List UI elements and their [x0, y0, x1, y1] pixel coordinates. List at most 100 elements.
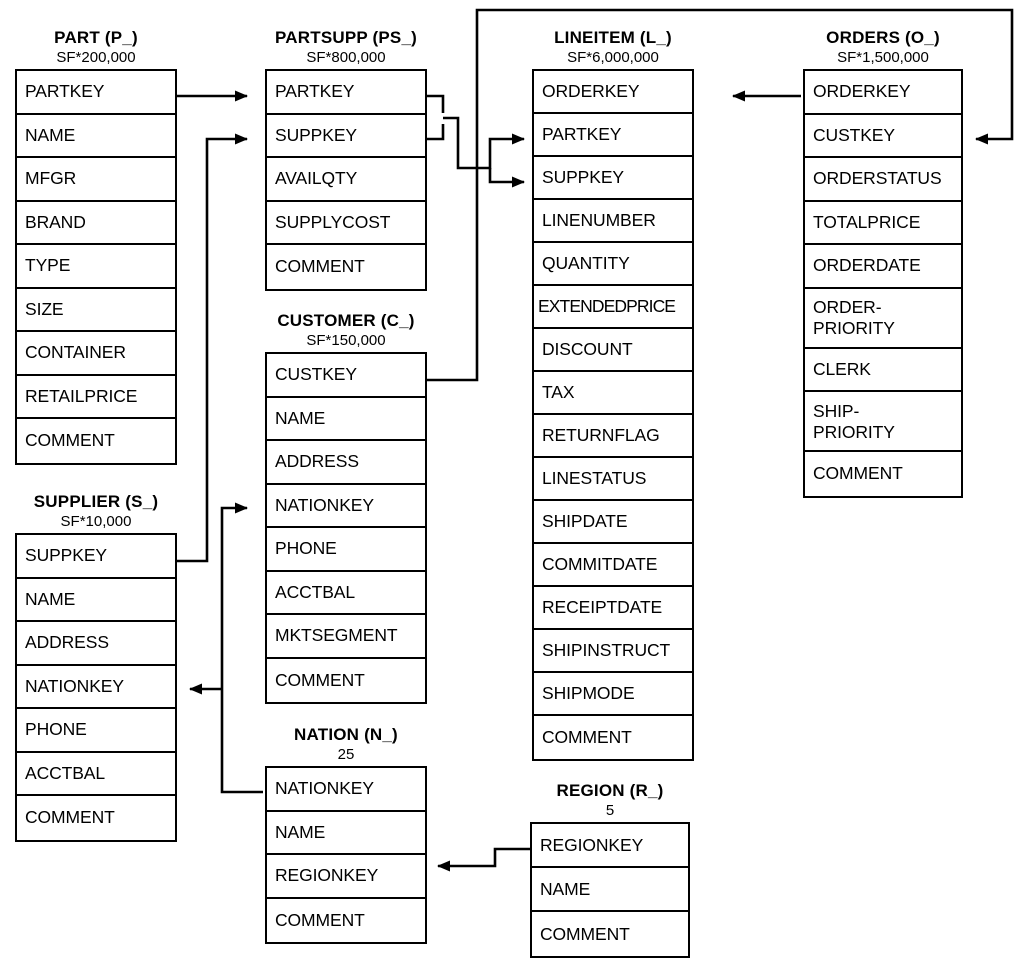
field-part-container[interactable]: CONTAINER — [17, 332, 175, 376]
field-customer-phone[interactable]: PHONE — [267, 528, 425, 572]
edge-partsupp-to-lineitem-partkey — [443, 116, 525, 170]
field-orders-orderkey[interactable]: ORDERKEY — [805, 71, 961, 115]
table-orders-cardinality: SF*1,500,000 — [837, 49, 929, 66]
field-orders-shippriority[interactable]: SHIP- PRIORITY — [805, 392, 961, 452]
field-part-type[interactable]: TYPE — [17, 245, 175, 289]
table-region-title: REGION (R_) — [556, 781, 664, 800]
table-partsupp-cardinality: SF*800,000 — [306, 49, 386, 66]
field-customer-nationkey[interactable]: NATIONKEY — [267, 484, 425, 528]
table-lineitem[interactable]: LINEITEM (L_) SF*6,000,000 ORDERKEY PART… — [532, 28, 694, 761]
table-region[interactable]: REGION (R_) 5 REGIONKEY NAME COMMENT — [530, 781, 690, 958]
table-supplier[interactable]: SUPPLIER (S_) SF*10,000 SUPPKEY NAME ADD… — [15, 492, 177, 842]
table-supplier-cardinality: SF*10,000 — [60, 513, 132, 530]
table-nation-cardinality: 25 — [337, 746, 355, 763]
field-supplier-nationkey[interactable]: NATIONKEY — [17, 665, 175, 709]
table-part-title: PART (P_) — [54, 28, 138, 47]
field-partsupp-availqty[interactable]: AVAILQTY — [267, 158, 425, 202]
field-lineitem-commitdate[interactable]: COMMITDATE — [534, 544, 692, 587]
field-part-retailprice[interactable]: RETAILPRICE — [17, 375, 175, 419]
field-lineitem-quantity[interactable]: QUANTITY — [534, 243, 692, 286]
table-partsupp-fields: PARTKEY SUPPKEY AVAILQTY SUPPLYCOST COMM… — [265, 69, 427, 291]
field-lineitem-shipmode[interactable]: SHIPMODE — [534, 673, 692, 716]
field-orders-orderstatus[interactable]: ORDERSTATUS — [805, 158, 961, 202]
field-partsupp-partkey[interactable]: PARTKEY — [267, 71, 425, 115]
field-nation-name[interactable]: NAME — [267, 811, 425, 855]
table-lineitem-cardinality: SF*6,000,000 — [567, 49, 659, 66]
field-region-comment[interactable]: COMMENT — [532, 912, 688, 956]
field-region-name[interactable]: NAME — [532, 868, 688, 912]
field-lineitem-partkey[interactable]: PARTKEY — [534, 114, 692, 157]
table-customer-fields: CUSTKEY NAME ADDRESS NATIONKEY PHONE ACC… — [265, 352, 427, 704]
field-lineitem-extendedprice[interactable]: EXTENDEDPRICE — [534, 286, 692, 329]
edge-nation-to-customer-nationkey — [220, 502, 263, 794]
table-partsupp-title: PARTSUPP (PS_) — [275, 28, 417, 47]
field-orders-totalprice[interactable]: TOTALPRICE — [805, 201, 961, 245]
field-supplier-phone[interactable]: PHONE — [17, 709, 175, 753]
field-orders-comment[interactable]: COMMENT — [805, 452, 961, 496]
field-lineitem-shipinstruct[interactable]: SHIPINSTRUCT — [534, 630, 692, 673]
table-part[interactable]: PART (P_) SF*200,000 PARTKEY NAME MFGR B… — [15, 28, 177, 465]
edge-partsupp-partkey-stub — [427, 94, 445, 113]
field-part-name[interactable]: NAME — [17, 114, 175, 158]
field-customer-acctbal[interactable]: ACCTBAL — [267, 571, 425, 615]
field-part-brand[interactable]: BRAND — [17, 201, 175, 245]
field-lineitem-returnflag[interactable]: RETURNFLAG — [534, 415, 692, 458]
field-lineitem-shipdate[interactable]: SHIPDATE — [534, 501, 692, 544]
field-lineitem-linenumber[interactable]: LINENUMBER — [534, 200, 692, 243]
field-part-partkey[interactable]: PARTKEY — [17, 71, 175, 115]
table-part-fields: PARTKEY NAME MFGR BRAND TYPE SIZE CONTAI… — [15, 69, 177, 465]
field-customer-mktsegment[interactable]: MKTSEGMENT — [267, 615, 425, 659]
field-orders-custkey[interactable]: CUSTKEY — [805, 114, 961, 158]
table-customer-cardinality: SF*150,000 — [306, 332, 386, 349]
table-region-fields: REGIONKEY NAME COMMENT — [530, 822, 690, 958]
field-customer-comment[interactable]: COMMENT — [267, 658, 425, 702]
field-orders-orderpriority[interactable]: ORDER- PRIORITY — [805, 288, 961, 349]
table-orders[interactable]: ORDERS (O_) SF*1,500,000 ORDERKEY CUSTKE… — [803, 28, 963, 498]
edge-region-to-nation-regionkey — [437, 847, 530, 872]
field-lineitem-orderkey[interactable]: ORDERKEY — [534, 71, 692, 114]
field-nation-regionkey[interactable]: REGIONKEY — [267, 855, 425, 899]
field-supplier-acctbal[interactable]: ACCTBAL — [17, 752, 175, 796]
field-region-regionkey[interactable]: REGIONKEY — [532, 824, 688, 868]
table-orders-title: ORDERS (O_) — [826, 28, 940, 47]
field-customer-address[interactable]: ADDRESS — [267, 441, 425, 485]
table-supplier-title: SUPPLIER (S_) — [33, 492, 159, 511]
field-customer-custkey[interactable]: CUSTKEY — [267, 354, 425, 398]
field-orders-clerk[interactable]: CLERK — [805, 348, 961, 392]
table-nation[interactable]: NATION (N_) 25 NATIONKEY NAME REGIONKEY … — [265, 725, 427, 944]
field-lineitem-linestatus[interactable]: LINESTATUS — [534, 458, 692, 501]
field-part-mfgr[interactable]: MFGR — [17, 158, 175, 202]
table-customer-title: CUSTOMER (C_) — [277, 311, 415, 330]
field-orders-orderdate[interactable]: ORDERDATE — [805, 245, 961, 289]
field-lineitem-comment[interactable]: COMMENT — [534, 716, 692, 759]
table-lineitem-title: LINEITEM (L_) — [554, 28, 672, 47]
field-customer-name[interactable]: NAME — [267, 397, 425, 441]
table-part-cardinality: SF*200,000 — [56, 49, 136, 66]
table-supplier-fields: SUPPKEY NAME ADDRESS NATIONKEY PHONE ACC… — [15, 533, 177, 842]
field-partsupp-comment[interactable]: COMMENT — [267, 245, 425, 289]
table-nation-fields: NATIONKEY NAME REGIONKEY COMMENT — [265, 766, 427, 944]
field-lineitem-receiptdate[interactable]: RECEIPTDATE — [534, 587, 692, 630]
field-supplier-comment[interactable]: COMMENT — [17, 796, 175, 840]
field-part-size[interactable]: SIZE — [17, 288, 175, 332]
table-partsupp[interactable]: PARTSUPP (PS_) SF*800,000 PARTKEY SUPPKE… — [265, 28, 427, 291]
table-orders-fields: ORDERKEY CUSTKEY ORDERSTATUS TOTALPRICE … — [803, 69, 963, 498]
field-lineitem-suppkey[interactable]: SUPPKEY — [534, 157, 692, 200]
edge-partsupp-suppkey-stub — [427, 124, 445, 141]
table-nation-title: NATION (N_) — [294, 725, 398, 744]
table-customer[interactable]: CUSTOMER (C_) SF*150,000 CUSTKEY NAME AD… — [265, 311, 427, 704]
field-nation-nationkey[interactable]: NATIONKEY — [267, 768, 425, 812]
field-nation-comment[interactable]: COMMENT — [267, 898, 425, 942]
edge-partsupp-to-lineitem-suppkey — [488, 168, 525, 188]
table-lineitem-fields: ORDERKEY PARTKEY SUPPKEY LINENUMBER QUAN… — [532, 69, 694, 761]
field-partsupp-suppkey[interactable]: SUPPKEY — [267, 114, 425, 158]
field-part-comment[interactable]: COMMENT — [17, 419, 175, 463]
field-supplier-address[interactable]: ADDRESS — [17, 622, 175, 666]
field-supplier-suppkey[interactable]: SUPPKEY — [17, 535, 175, 579]
edge-supplier-to-partsupp — [177, 133, 248, 563]
field-partsupp-supplycost[interactable]: SUPPLYCOST — [267, 201, 425, 245]
field-lineitem-discount[interactable]: DISCOUNT — [534, 329, 692, 372]
field-supplier-name[interactable]: NAME — [17, 578, 175, 622]
field-lineitem-tax[interactable]: TAX — [534, 372, 692, 415]
